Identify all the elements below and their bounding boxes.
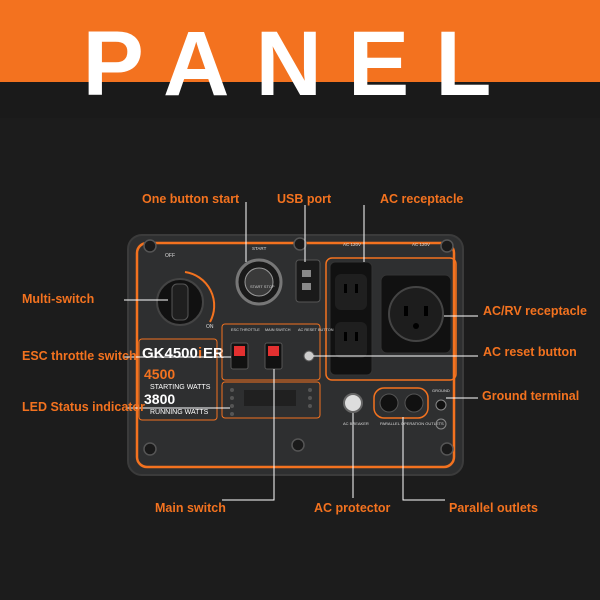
callout-multi-switch: Multi-switch — [22, 292, 95, 306]
ac120-label-1: AC 120V — [343, 242, 361, 247]
ac-reset-button — [303, 350, 315, 362]
ac-reset-label: AC RESET BUTTON — [298, 328, 334, 332]
callout-lines — [124, 202, 478, 501]
breaker-label: AC BREAKER — [343, 421, 369, 426]
ac-outlet-frame — [325, 257, 457, 381]
parallel-outlet-2 — [404, 393, 424, 413]
led-indicators — [230, 388, 312, 416]
callout-parallel-outlets: Parallel outlets — [449, 501, 538, 515]
usb-port-2 — [302, 283, 311, 290]
header-band — [0, 82, 600, 118]
callout-ac-reset-button: AC reset button — [483, 345, 577, 359]
usb-port-1 — [302, 270, 311, 277]
parallel-label: PARALLEL OPERATION OUTLETS — [380, 421, 444, 426]
header-banner — [0, 0, 600, 82]
ground-terminal — [435, 399, 447, 411]
start-stop-label: START STOP — [250, 284, 275, 289]
starting-watts-value: 4500 — [144, 366, 175, 382]
starting-watts-label: STARTING WATTS — [150, 384, 211, 391]
ground-label: GROUND — [432, 388, 450, 393]
callout-ac-receptacle: AC receptacle — [380, 192, 464, 206]
callout-esc-throttle-switch: ESC throttle switch — [22, 349, 137, 363]
led-frame — [221, 381, 321, 419]
on-label: ON — [206, 324, 214, 330]
callout-main-switch: Main switch — [155, 501, 226, 515]
running-watts-value: 3800 — [144, 391, 175, 407]
rv-receptacle — [388, 286, 444, 342]
switch-frame — [221, 323, 321, 381]
start-button — [244, 267, 274, 297]
multi-switch-arc — [184, 271, 216, 323]
off-label: OFF — [165, 253, 175, 259]
model-prefix: GK4500 — [142, 345, 198, 362]
ac-outlet-2 — [335, 322, 367, 358]
parallel-outlet-1 — [379, 393, 399, 413]
esc-throttle-label: ESC THROTTLE — [231, 328, 260, 332]
model-plate — [138, 338, 218, 421]
ac-breaker — [343, 393, 363, 413]
panel-screws — [143, 237, 454, 456]
multi-switch-grip — [171, 283, 189, 321]
callout-led-status-indicator: LED Status indicator — [22, 400, 145, 414]
usb-port-housing — [295, 259, 321, 303]
parallel-frame — [373, 387, 429, 419]
ac120-label-2: AC 120V — [412, 242, 430, 247]
svg-text:i: i — [198, 345, 202, 362]
ground-symbol — [435, 418, 447, 430]
start-label: START — [252, 246, 267, 251]
model-suffix: ER — [203, 345, 224, 362]
running-watts-label: RUNNING WATTS — [150, 409, 209, 416]
callout-one-button-start: One button start — [142, 192, 240, 206]
main-switch-label: MAIN SWITCH — [265, 328, 291, 332]
callout-usb-port: USB port — [277, 192, 332, 206]
ac-outlet-1 — [335, 274, 367, 310]
page-title: PANEL — [82, 13, 518, 115]
callout-ac-rv-receptacle: AC/RV receptacle — [483, 304, 587, 318]
callout-ground-terminal: Ground terminal — [482, 389, 580, 403]
callout-ac-protector: AC protector — [314, 501, 391, 515]
